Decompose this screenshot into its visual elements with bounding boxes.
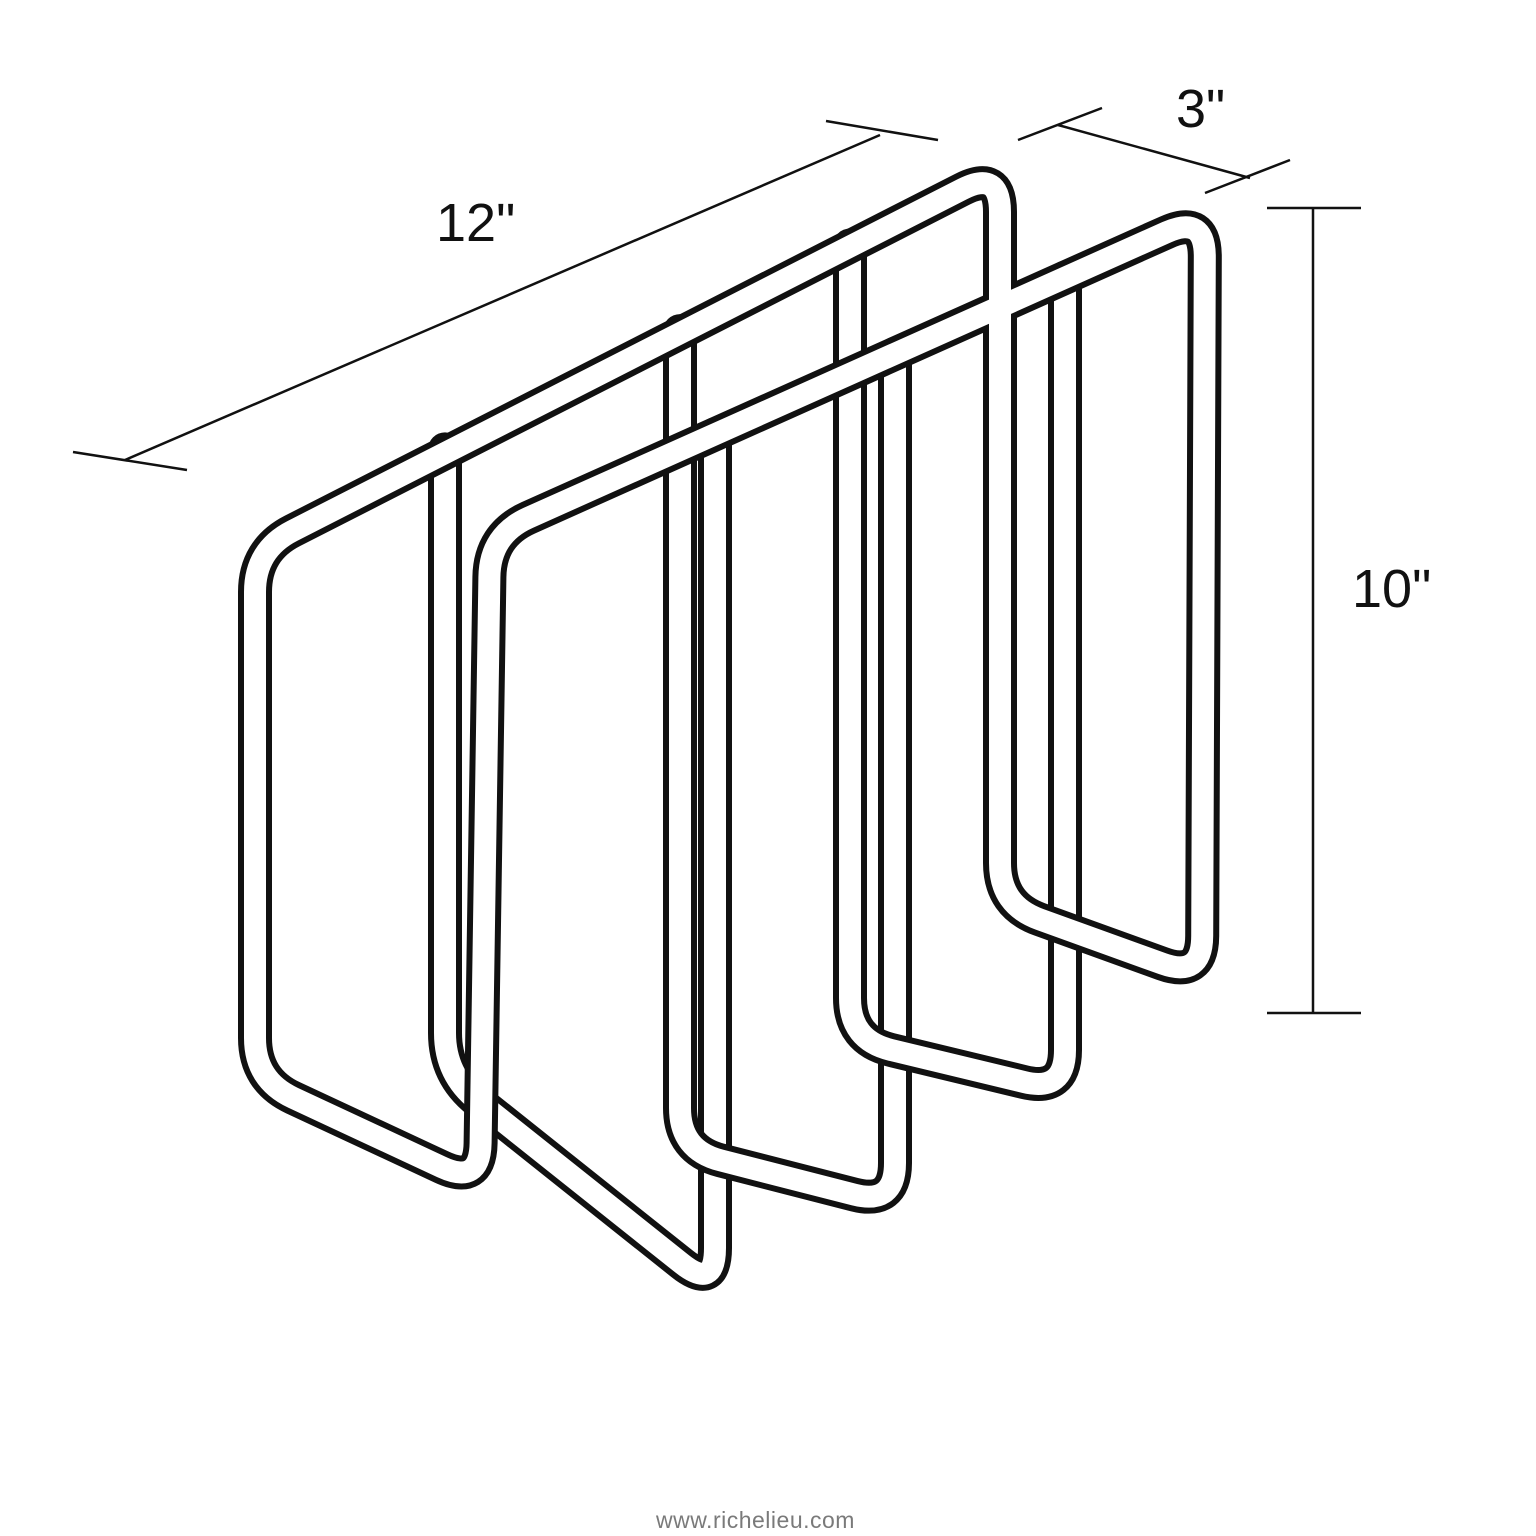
length-label: 12" <box>436 193 516 253</box>
dimension-tick <box>1204 158 1291 195</box>
dimension-length <box>72 119 939 472</box>
dimension-tick <box>72 450 188 472</box>
depth-label: 3" <box>1176 79 1226 139</box>
height-label: 10" <box>1352 559 1432 619</box>
website-url: www.richelieu.com <box>656 1507 855 1533</box>
wire-core <box>669 320 906 1208</box>
dimension-line-length <box>124 133 881 462</box>
dimension-tick <box>825 119 939 142</box>
rack-divider-wire <box>663 314 912 1214</box>
dimension-tick <box>1017 106 1103 142</box>
wire-core <box>244 172 1216 1184</box>
dimension-line-depth <box>1057 123 1251 180</box>
dimension-height <box>1267 206 1361 1015</box>
wire-core <box>839 234 1076 1095</box>
rack-divider-wire <box>833 228 1082 1101</box>
rack-perimeter-wire <box>238 166 1222 1190</box>
dimension-depth <box>1017 106 1291 195</box>
